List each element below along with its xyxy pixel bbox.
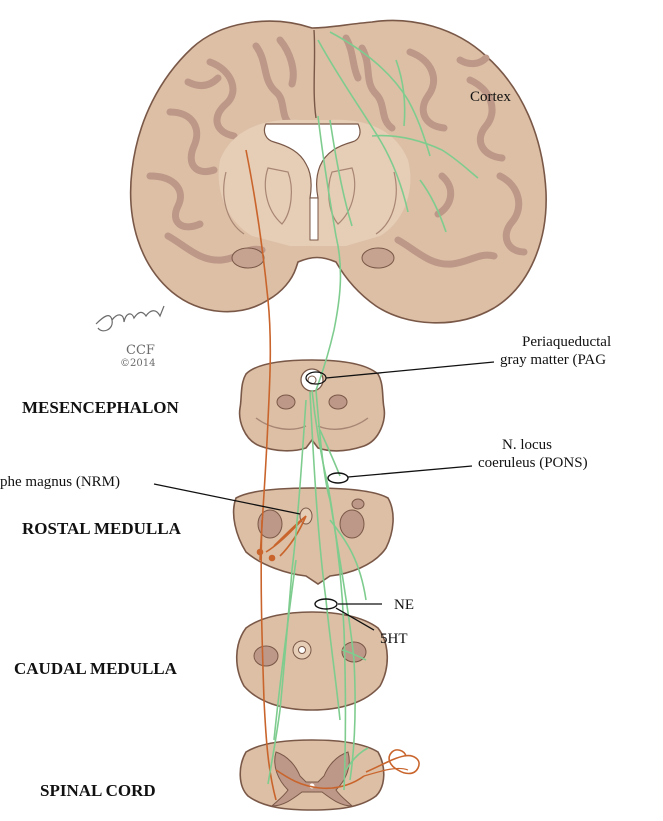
label-5ht: 5HT xyxy=(380,631,408,647)
5ht-terminal-2 xyxy=(270,556,275,561)
label-mesencephalon: MESENCEPHALON xyxy=(22,398,180,417)
central-canal xyxy=(299,647,306,654)
caudal-nucleus-left xyxy=(254,646,278,666)
label-spinal-cord: SPINAL CORD xyxy=(40,781,156,800)
signature-org: CCF xyxy=(126,343,155,358)
locus-coeruleus-marker xyxy=(328,473,348,483)
ne-descending-3 xyxy=(268,400,306,784)
label-nrm: phe magnus (NRM) xyxy=(0,474,120,490)
rostral-medulla-section xyxy=(234,488,393,584)
label-ne: NE xyxy=(394,597,414,613)
signature-scrawl xyxy=(96,306,164,331)
artist-signature: CCF ©2014 xyxy=(96,306,164,369)
red-nucleus-right xyxy=(329,395,347,409)
caudal-medulla-section xyxy=(237,612,388,710)
label-caudal-medulla: CAUDAL MEDULLA xyxy=(14,659,178,678)
5ht-terminal-1 xyxy=(258,550,263,555)
third-ventricle xyxy=(310,198,318,240)
spinal-cord-tissue xyxy=(240,740,384,810)
signature-year: ©2014 xyxy=(120,358,155,369)
red-nucleus-left xyxy=(277,395,295,409)
locus-pointer xyxy=(348,466,472,477)
label-pag-line1: Periaqueductal xyxy=(522,334,611,350)
right-hippocampus xyxy=(362,248,394,268)
medullary-nucleus-right xyxy=(352,499,364,509)
rostral-medulla-tissue xyxy=(234,488,393,584)
label-pag-line2: gray matter (PAG xyxy=(500,352,606,368)
label-locus-line2: coeruleus (PONS) xyxy=(478,455,588,471)
label-cortex: Cortex xyxy=(470,89,511,105)
label-locus-line1: N. locus xyxy=(502,437,552,453)
left-hippocampus xyxy=(232,248,264,268)
olive-right xyxy=(340,510,364,538)
label-rostral-medulla: ROSTAL MEDULLA xyxy=(22,519,182,538)
